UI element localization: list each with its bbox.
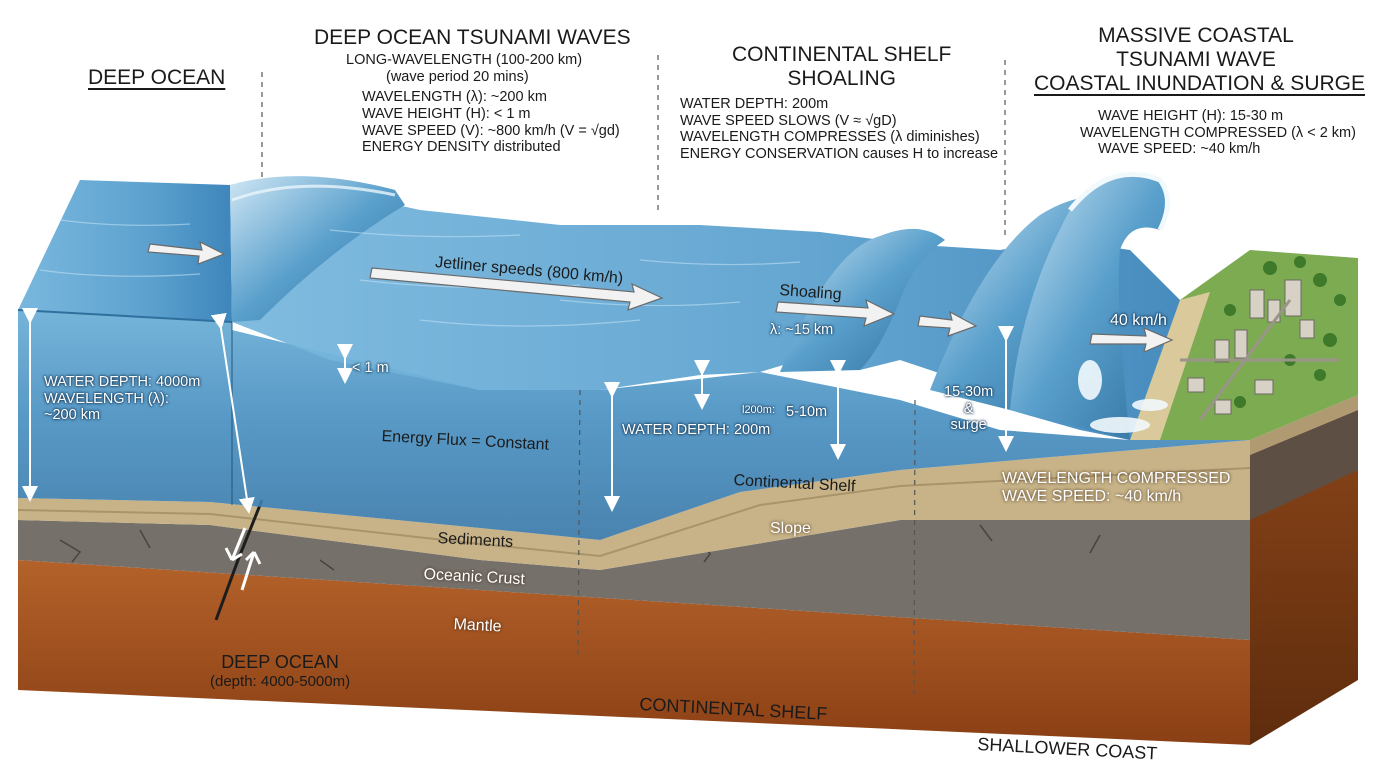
header-shelf-line: CONTINENTAL SHELF — [732, 43, 952, 66]
label-line: WAVE SPEED: ~40 km/h — [1002, 488, 1182, 506]
deep-spec-line: LONG-WAVELENGTH (100-200 km) — [346, 52, 583, 68]
label-shelf-depth: WATER DEPTH: 200m — [622, 422, 771, 438]
deep-spec-line: (wave period 20 mins) — [386, 68, 529, 85]
fault-motion-arrows — [224, 527, 262, 591]
shelf-spec-line: WATER DEPTH: 200m — [680, 96, 829, 112]
label-line: surge — [950, 417, 987, 434]
label-slope: Slope — [770, 520, 811, 537]
deep-spec-line: WAVELENGTH (λ): ~200 km — [362, 89, 547, 106]
label-line: 15-30m — [944, 384, 994, 400]
bottom-line: DEEP OCEAN — [221, 652, 339, 672]
label-speed-40: 40 km/h — [1110, 312, 1167, 329]
label-line: WAVELENGTH (λ): — [44, 390, 169, 407]
coastal-spec-line: WAVELENGTH COMPRESSED (λ < 2 km) — [1080, 124, 1356, 141]
label-coast-specs: WAVELENGTH COMPRESSED WAVE SPEED: ~40 km… — [1002, 470, 1230, 507]
label-wave-height-small: < 1 m — [352, 360, 389, 376]
deep-spec-line: WAVE HEIGHT (H): < 1 m — [362, 106, 531, 123]
label-line: WAVELENGTH COMPRESSED — [1002, 470, 1231, 487]
shoaling-wave-1 — [780, 228, 945, 372]
shelf-specs: WATER DEPTH: 200m WAVE SPEED SLOWS (V ≈ … — [680, 96, 998, 163]
deep-specs: LONG-WAVELENGTH (100-200 km) (wave perio… — [346, 52, 620, 156]
label-line: WATER DEPTH: 4000m — [44, 374, 201, 390]
coastal-spec-line: WAVE SPEED: ~40 km/h — [1098, 141, 1261, 158]
label-height-5-10: 5-10m — [786, 404, 828, 420]
header-deep-ocean: DEEP OCEAN — [88, 66, 226, 89]
deep-wave-crest — [230, 176, 405, 322]
oceanic-crust-layer — [18, 520, 1250, 640]
header-massive-coastal: MASSIVE COASTAL TSUNAMI WAVE COASTAL INU… — [1034, 24, 1365, 96]
city-blocks — [1187, 279, 1315, 415]
coastal-specs: WAVE HEIGHT (H): 15-30 m WAVELENGTH COMP… — [1080, 108, 1356, 158]
shelf-spec-line: ENERGY CONSERVATION causes H to increase — [680, 146, 999, 163]
trees — [1224, 256, 1346, 408]
header-continental-shelf: CONTINENTAL SHELF SHOALING — [732, 43, 951, 91]
label-surge: 15-30m & surge — [944, 384, 993, 434]
flow-arrows — [147, 240, 1174, 354]
deep-spec-line: WAVE SPEED (V): ~800 km/h (V = √gd) — [362, 122, 620, 139]
bottom-deep-ocean: DEEP OCEAN (depth: 4000-5000m) — [210, 652, 350, 690]
depth-arrows — [22, 308, 1014, 514]
header-shelf-line: SHOALING — [787, 67, 896, 91]
mantle-layer — [18, 560, 1250, 745]
label-left-depth: WATER DEPTH: 4000m WAVELENGTH (λ): ~200 … — [44, 374, 200, 424]
header-coastal-line: TSUNAMI WAVE — [1116, 48, 1276, 72]
sediment-layer — [18, 440, 1250, 570]
massive-coastal-wave — [1010, 174, 1168, 440]
shelf-spec-line: WAVE SPEED SLOWS (V ≈ √gD) — [680, 112, 897, 129]
label-line: ~200 km — [44, 407, 101, 424]
label-line: & — [963, 400, 974, 417]
fault-line — [214, 499, 264, 621]
header-coastal-line: COASTAL INUNDATION & SURGE — [1034, 72, 1365, 96]
header-coastal-line: MASSIVE COASTAL — [1098, 24, 1294, 47]
coastal-spec-line: WAVE HEIGHT (H): 15-30 m — [1098, 108, 1284, 124]
label-sediments: Sediments — [437, 530, 514, 551]
water-body-front — [18, 310, 1250, 540]
label-small-note: l200m: — [742, 404, 776, 416]
section-dividers — [261, 55, 1006, 701]
label-lambda-15: λ: ~15 km — [770, 322, 834, 338]
water-surface-left — [18, 180, 232, 322]
wave-foam — [1078, 360, 1168, 433]
label-mantle: Mantle — [453, 616, 502, 636]
bottom-line: (depth: 4000-5000m) — [210, 672, 351, 690]
header-deep-ocean-waves: DEEP OCEAN TSUNAMI WAVES — [314, 26, 631, 49]
deep-spec-line: ENERGY DENSITY distributed — [362, 139, 561, 156]
shelf-spec-line: WAVELENGTH COMPRESSES (λ diminishes) — [680, 129, 980, 146]
water-surface-main — [230, 185, 1180, 440]
